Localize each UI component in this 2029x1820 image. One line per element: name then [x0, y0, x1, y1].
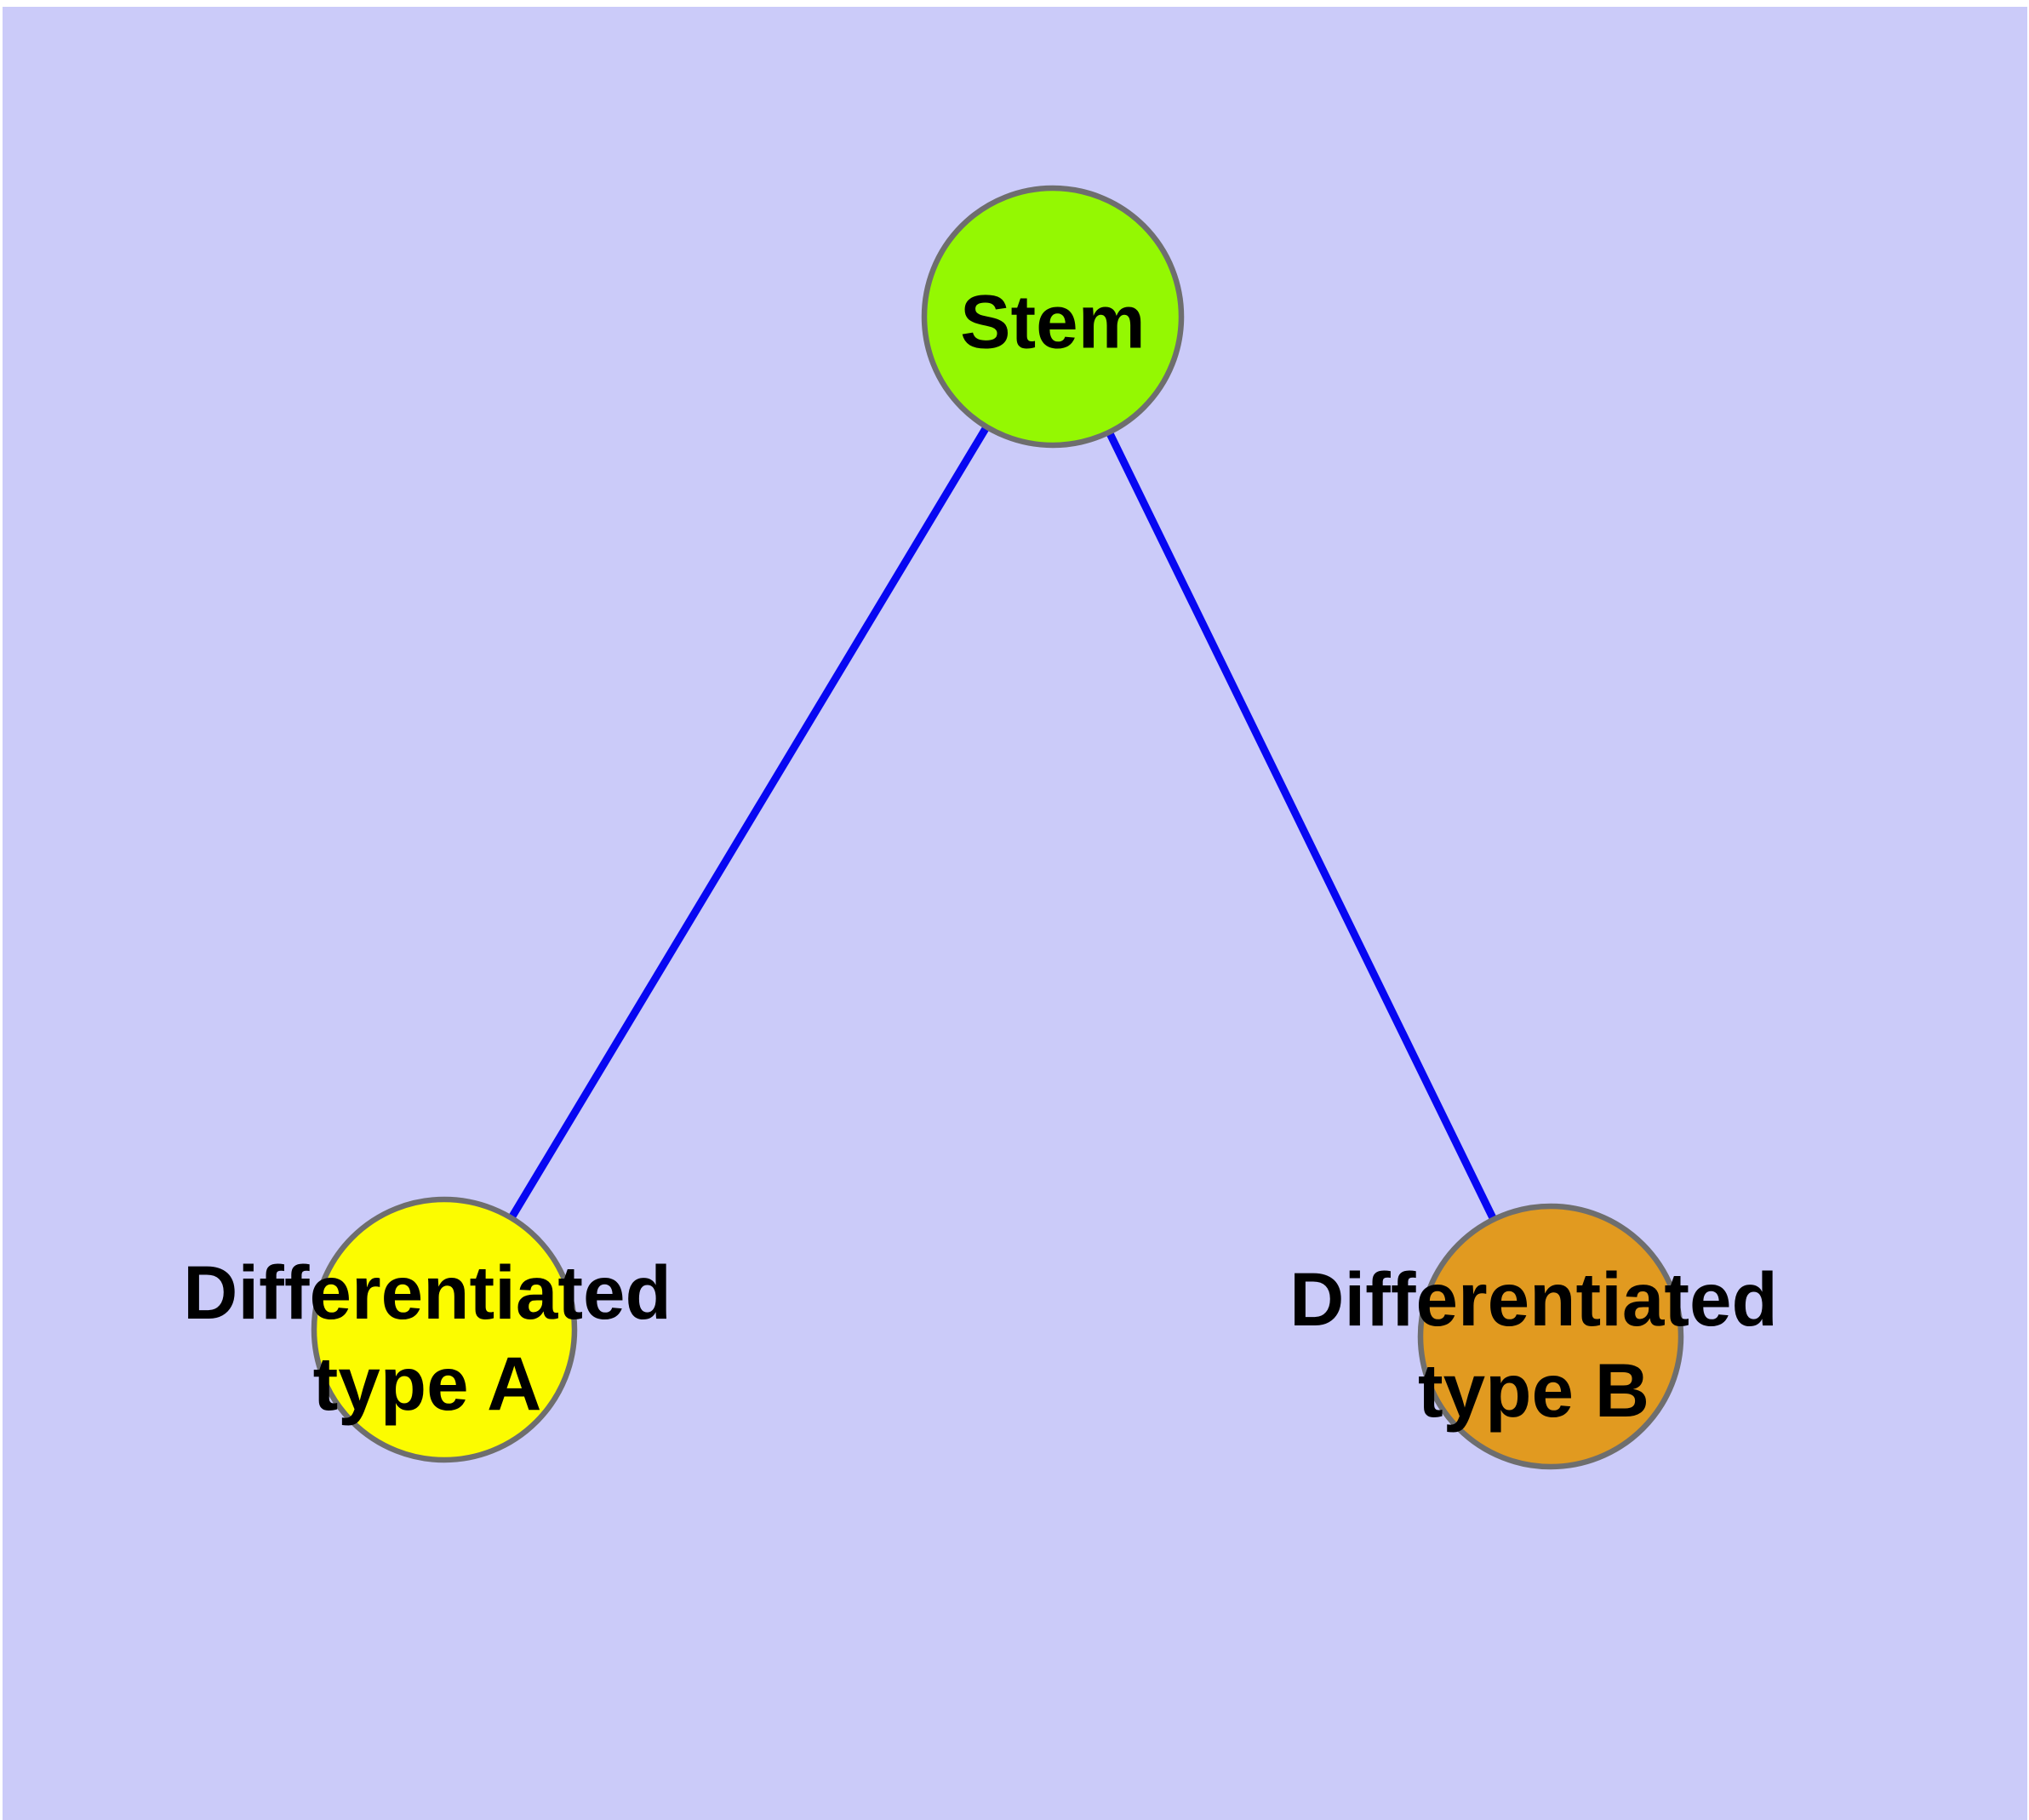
type-a-node [311, 1196, 578, 1463]
stem-node-label: Stem [960, 278, 1146, 364]
type-a-node-label: Differentiated type A [183, 1250, 672, 1426]
type-b-node [1417, 1203, 1684, 1470]
stem-node [921, 185, 1185, 449]
type-b-node-label: Differentiated type B [1289, 1256, 1778, 1433]
edge-stem-type-a [441, 314, 1056, 1332]
edge-stem-type-b [1049, 315, 1555, 1338]
